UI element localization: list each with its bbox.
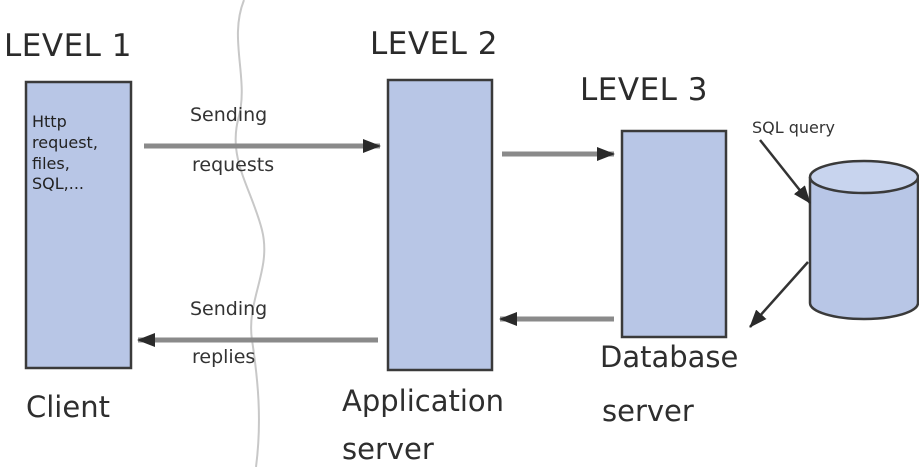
- client-box-text: Http request, files, SQL,...: [32, 112, 98, 195]
- sql-query-arrow: [759, 139, 811, 204]
- application-server-label-line2: server: [342, 432, 434, 466]
- client-box-line: Http: [32, 112, 67, 131]
- sending-requests-label-line2: requests: [192, 154, 275, 176]
- level-1-heading: LEVEL 1: [4, 28, 132, 64]
- application-server-label-line1: Application: [342, 384, 505, 418]
- level-3-heading: LEVEL 3: [580, 72, 708, 108]
- sql-query-label: SQL query: [752, 118, 835, 137]
- application-server-box: [386, 78, 494, 372]
- database-server-box: [620, 129, 728, 339]
- sending-replies-label-line1: Sending: [190, 298, 268, 320]
- database-server-label-line1: Database: [600, 340, 739, 374]
- client-box-line: files,: [32, 153, 70, 173]
- sending-replies-label-line2: replies: [192, 346, 256, 368]
- db-result-arrow: [749, 261, 809, 328]
- sending-requests-label-line1: Sending: [190, 104, 268, 126]
- database-cylinder-icon: [808, 159, 919, 321]
- client-box-line: request,: [32, 132, 98, 152]
- client-box: [24, 80, 133, 370]
- client-box-line: SQL,...: [32, 174, 85, 194]
- level-2-heading: LEVEL 2: [370, 26, 498, 62]
- wavy-divider-line: [234, 0, 266, 468]
- database-server-label-line2: server: [602, 394, 694, 428]
- client-label: Client: [26, 390, 110, 424]
